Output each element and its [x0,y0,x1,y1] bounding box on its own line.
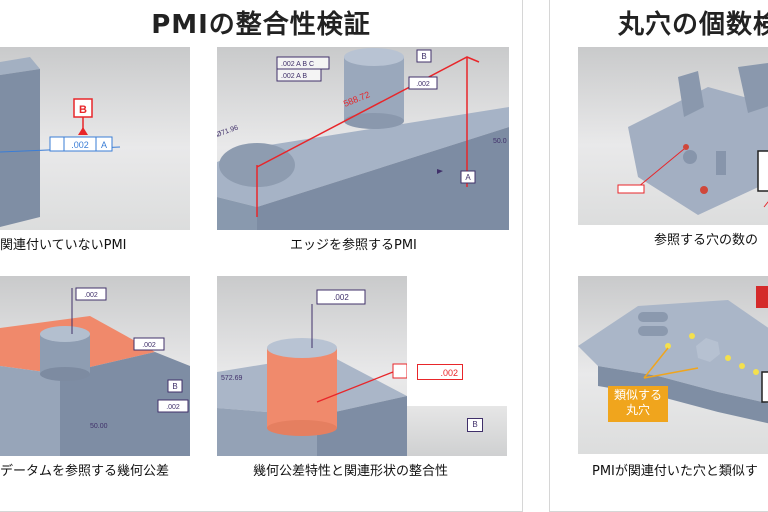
caption: 関連付いていないPMI [0,238,127,253]
screenshot-unassociated-pmi: B .002 A [0,47,190,230]
cell-referenced-holes: 参照する穴の数の [578,47,768,248]
callout-text: 類似する 丸穴 [613,388,662,417]
caption: エッジを参照するPMI [290,238,417,253]
side-model-strip: B [407,406,507,456]
side-dimension: 50.0 [493,138,507,145]
model-illustration: B .002 A [0,57,121,227]
screenshot-tolerance-consistency: .002 572.69 [217,276,407,456]
datum-ref-label: A [101,140,107,150]
datum-b: B [172,382,177,391]
panel-title: PMIの整合性検証 [151,10,371,40]
datum-b-label: B [79,104,87,116]
caption: 幾何公差特性と関連形状の整合性 [253,464,449,479]
datum-b-box: B [467,418,483,432]
model-illustration: 588.72 .002 A B C .002 A B Ø71.96 B .002… [217,48,509,230]
height-dimension: 50.00 [90,423,108,430]
cell-tolerance-consistency: .002 572.69 .002 B 幾何公差特性と関連形状の整合性 [217,276,517,486]
screenshot-edge-pmi: 588.72 .002 A B C .002 A B Ø71.96 B .002… [217,47,509,230]
model-illustration: .002 572.69 [217,289,407,456]
model-illustration [578,286,768,424]
screenshot-datum-tolerance: .002 .002 B .002 50.00 [0,276,190,456]
datum-b: B [421,52,426,61]
model-illustration: .002 .002 B .002 50.00 [0,287,190,456]
similar-hole-callout: 類似する 丸穴 [608,386,668,422]
caption: PMIが関連付いた穴と類似す [592,464,758,479]
radius-dimension: 572.69 [221,375,243,382]
cell-unassociated-pmi: B .002 A 関連付いていないPMI [0,47,260,257]
screenshot-referenced-holes [578,47,768,225]
fcf-ab: .002 A B [281,73,307,80]
red-tolerance-frame: .002 [417,364,463,380]
tolerance-value: .002 [71,140,89,150]
hole-count-panel: 丸穴の個数検証 参照する穴の数の [549,0,768,512]
model-illustration [617,63,768,215]
fcf-abc: .002 A B C [281,61,314,68]
tolerance-top: .002 [333,293,349,302]
cell-datum-tolerance: .002 .002 B .002 50.00 データムを参照する幾何公差 [0,276,260,486]
tolerance-side: .002 [166,404,180,411]
tolerance-top: .002 [84,292,98,299]
tolerance: .002 [416,81,430,88]
pmi-consistency-panel: PMIの整合性検証 B .002 A 関連付いていないPMI [0,0,523,512]
cell-similar-holes: 類似する 丸穴 PMIが関連付いた穴と類似す [578,276,768,486]
tolerance-red: .002 [440,368,458,378]
caption: 参照する穴の数の [654,233,759,248]
hole-dimension: Ø71.96 [217,124,239,138]
tolerance-mid: .002 [142,342,156,349]
datum-a: A [465,173,471,182]
screenshot-similar-holes [578,276,768,454]
caption: データムを参照する幾何公差 [0,464,170,479]
cell-edge-pmi: 588.72 .002 A B C .002 A B Ø71.96 B .002… [217,47,517,257]
panel-title: 丸穴の個数検証 [618,10,768,40]
